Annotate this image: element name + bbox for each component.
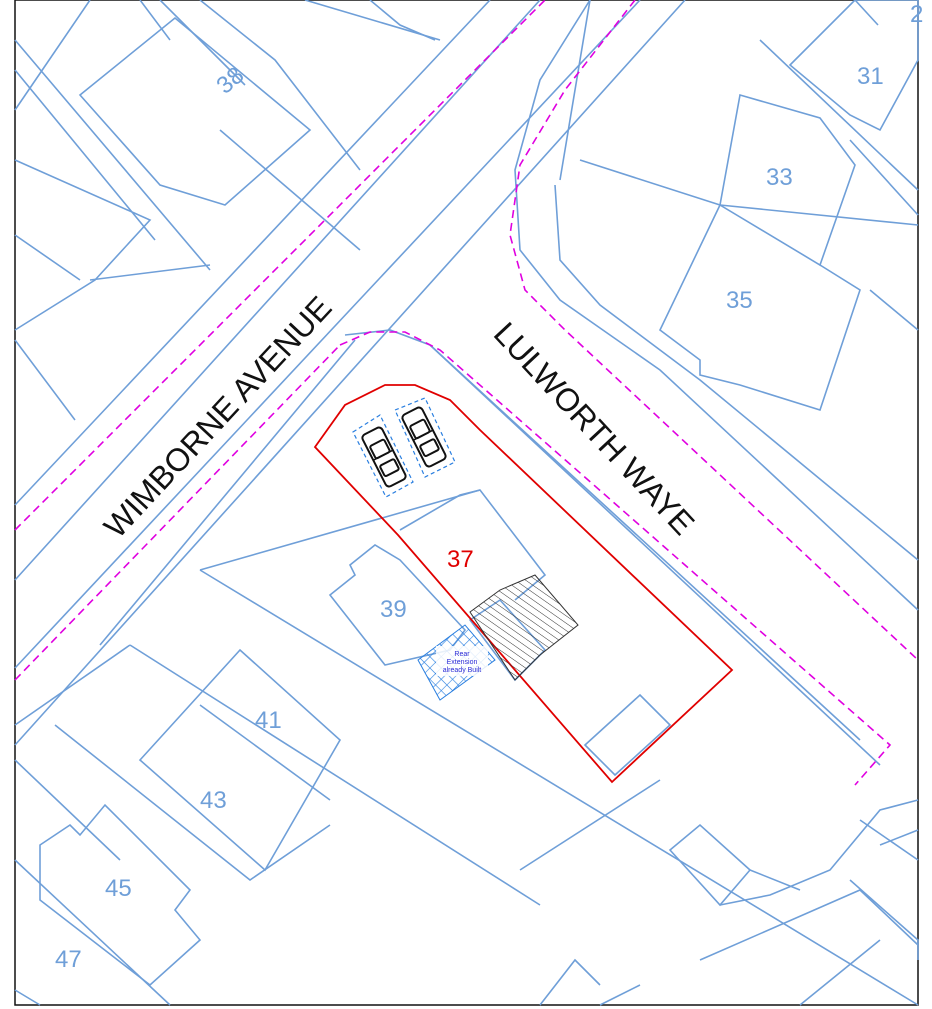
- house-number-41: 41: [255, 707, 282, 734]
- house-number-31: 31: [857, 63, 884, 90]
- house-number-35: 35: [726, 287, 753, 314]
- svg-text:Rear: Rear: [454, 651, 470, 658]
- house-number-33: 33: [766, 164, 793, 191]
- svg-text:Extension: Extension: [447, 659, 478, 666]
- house-number-39: 39: [380, 596, 407, 623]
- highway-boundary: [14, 0, 919, 786]
- existing-extension-hatch: [469, 574, 579, 681]
- house-number-corner: 2: [910, 1, 923, 28]
- rear-extension-note: Rear Extension already Built: [436, 646, 488, 676]
- house-number-45: 45: [105, 875, 132, 902]
- car-icon: [401, 406, 447, 468]
- svg-text:already Built: already Built: [443, 667, 482, 674]
- house-number-47: 47: [55, 946, 82, 973]
- site-number-37: 37: [447, 546, 474, 573]
- house-number-43: 43: [200, 787, 227, 814]
- house-number-38: 38: [212, 62, 250, 100]
- car-icon: [361, 426, 407, 488]
- map-frame: [14, 0, 919, 1006]
- parking-spaces: [352, 397, 456, 498]
